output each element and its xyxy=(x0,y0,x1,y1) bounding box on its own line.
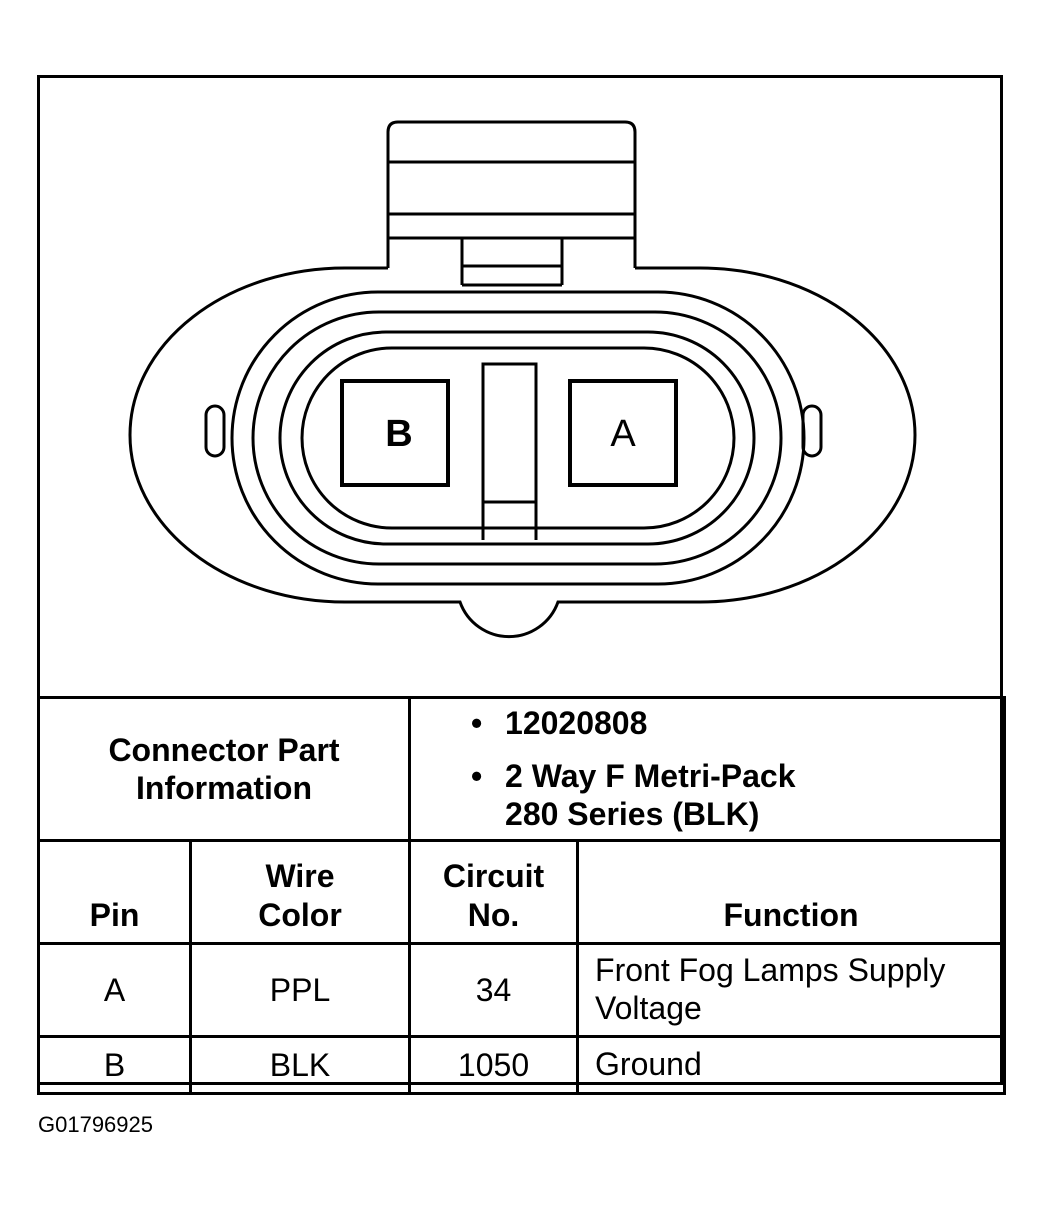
cell-wire-color: BLK xyxy=(188,1035,412,1095)
connector-lock-tab xyxy=(386,120,637,268)
table-row: B BLK 1050 Ground xyxy=(37,1035,1007,1095)
header-pin: Pin xyxy=(37,839,192,945)
pin-cavity-a xyxy=(568,379,678,487)
header-wire-color: Wire Color xyxy=(188,839,412,945)
cell-circuit: 1050 xyxy=(408,1035,580,1095)
part-info-label: Connector Part Information xyxy=(36,696,412,842)
left-latch xyxy=(204,404,226,458)
pin-cavity-b xyxy=(340,379,450,487)
cell-pin: A xyxy=(37,942,192,1038)
connector-seal-2 xyxy=(251,310,783,566)
part-number: 12020808 xyxy=(471,704,1003,743)
cell-function: Front Fog Lamps Supply Voltage xyxy=(576,942,1007,1038)
cell-pin: B xyxy=(37,1035,192,1095)
table-row: A PPL 34 Front Fog Lamps Supply Voltage xyxy=(37,942,1007,1038)
cell-circuit: 34 xyxy=(408,942,580,1038)
connector-outer-housing xyxy=(128,266,917,639)
connector-seal-1 xyxy=(230,290,806,586)
connector-seal-3 xyxy=(278,330,756,546)
right-latch xyxy=(801,404,823,458)
connector-info-table: Connector Part Information 12020808 2 Wa… xyxy=(36,696,1007,1095)
table-header-row: Pin Wire Color Circuit No. Function xyxy=(37,839,1007,945)
pin-label-a: A xyxy=(610,413,636,455)
connector-seal-4 xyxy=(300,346,736,530)
document-id: G01796925 xyxy=(38,1112,153,1137)
part-description: 2 Way F Metri-Pack 280 Series (BLK) xyxy=(471,757,1003,834)
header-function: Function xyxy=(576,839,1007,945)
part-info-row: Connector Part Information 12020808 2 Wa… xyxy=(36,696,1007,842)
cell-wire-color: PPL xyxy=(188,942,412,1038)
connector-drawing xyxy=(128,120,917,639)
part-info-values: 12020808 2 Way F Metri-Pack 280 Series (… xyxy=(408,696,1007,842)
cell-function: Ground xyxy=(576,1035,1007,1095)
header-circuit: Circuit No. xyxy=(408,839,580,945)
connector-key-slot xyxy=(481,362,538,540)
pin-label-b: B xyxy=(385,413,413,455)
